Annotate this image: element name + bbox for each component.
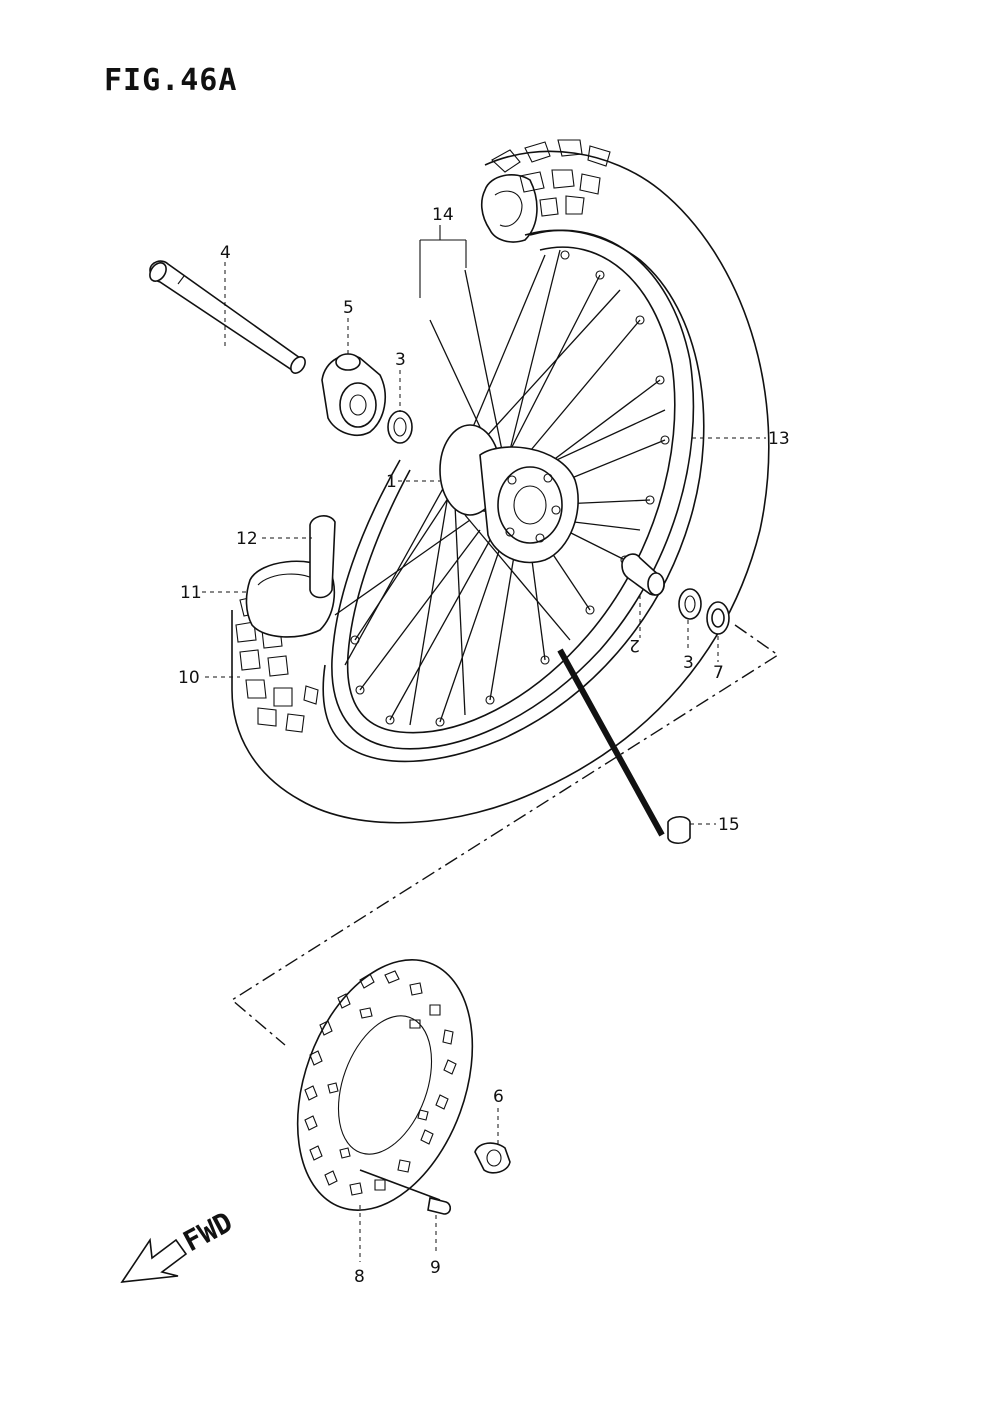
tire xyxy=(231,139,770,824)
callout-6: 6 xyxy=(493,1087,504,1107)
forward-direction-indicator: FWD xyxy=(120,1205,238,1283)
tread-top xyxy=(491,139,611,217)
arrow-left-down-icon xyxy=(120,1237,188,1283)
valve-stem xyxy=(557,648,691,845)
hub xyxy=(439,424,579,564)
nut xyxy=(474,1142,511,1174)
assembly-outline xyxy=(230,624,780,1046)
speedometer-gearbox xyxy=(321,353,386,436)
callout-3-upper: 3 xyxy=(395,350,406,370)
oil-seal xyxy=(706,601,730,635)
callout-7: 7 xyxy=(713,663,724,683)
disc-bolt xyxy=(359,1169,452,1215)
callout-15: 15 xyxy=(718,815,740,835)
leader-lines xyxy=(202,225,766,1262)
callout-5: 5 xyxy=(343,298,354,318)
disc-holes xyxy=(304,970,457,1196)
callout-10: 10 xyxy=(178,668,200,688)
callout-11: 11 xyxy=(180,583,202,603)
callout-8: 8 xyxy=(354,1267,365,1287)
callout-2: 2 xyxy=(629,635,640,655)
bearing-upper xyxy=(387,410,413,444)
callout-9: 9 xyxy=(430,1258,441,1278)
callout-13: 13 xyxy=(768,429,790,449)
brake-disc xyxy=(296,959,474,1211)
spacer xyxy=(621,553,665,596)
callouts: 1 2 3 3 4 5 6 7 8 9 10 11 12 13 14 15 xyxy=(178,205,790,1287)
callout-3-lower: 3 xyxy=(683,653,694,673)
figure-title: FIG.46A xyxy=(104,63,237,98)
axle xyxy=(149,260,306,374)
callout-12: 12 xyxy=(236,529,258,549)
callout-1: 1 xyxy=(386,472,397,492)
fwd-label: FWD xyxy=(178,1205,238,1258)
callout-4: 4 xyxy=(220,243,231,263)
callout-14: 14 xyxy=(432,205,454,225)
rim-band xyxy=(309,515,336,599)
bearing-lower xyxy=(678,588,702,620)
